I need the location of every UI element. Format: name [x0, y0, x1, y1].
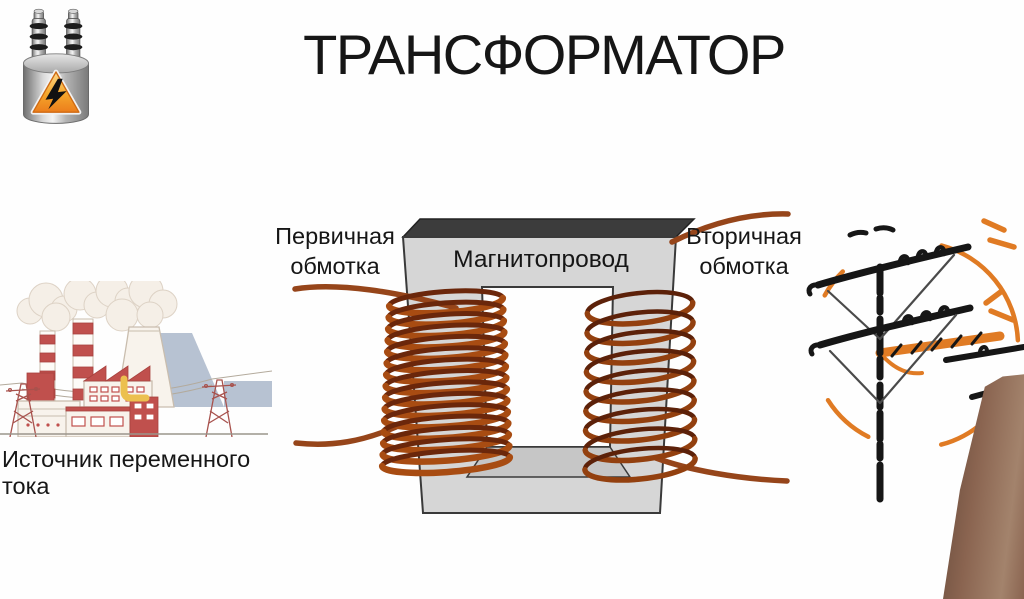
- transmission-tower: [201, 379, 237, 437]
- coil-turn: [582, 426, 698, 453]
- coil-turn: [582, 435, 698, 464]
- high-voltage-icon: [30, 69, 82, 115]
- coil-turn: [386, 288, 506, 309]
- coil-turn: [384, 345, 508, 366]
- coil-turn: [384, 333, 508, 355]
- coil-turn: [380, 436, 512, 458]
- coil-turn: [385, 322, 507, 343]
- coil-turn: [381, 413, 511, 435]
- secondary-winding-label-line1: Вторичная: [686, 223, 802, 249]
- coil-turn: [584, 348, 696, 375]
- winding-leads: [292, 211, 791, 484]
- primary-coil: [378, 288, 514, 477]
- coil-turn: [583, 397, 697, 425]
- coil-turn: [585, 289, 695, 316]
- coil-turn: [582, 455, 698, 483]
- page-title: ТРАНСФОРМАТОР: [303, 23, 786, 86]
- front-office-building: [65, 406, 131, 437]
- primary-winding-label-line1: Первичная: [275, 223, 395, 249]
- transformer-diagram: [292, 211, 791, 514]
- coil-turn: [385, 311, 507, 332]
- coil-turn: [583, 377, 697, 405]
- coil-turn: [582, 445, 698, 473]
- coil-turn: [584, 328, 696, 355]
- coil-turn: [379, 447, 513, 469]
- smoke-clouds: [16, 281, 178, 332]
- coil-turn: [386, 299, 506, 320]
- bushing-icon: [64, 8, 83, 63]
- core-label: Магнитопровод: [453, 246, 629, 273]
- transformer-hazard-icon: [23, 8, 89, 124]
- sketch-orange-accents: [875, 218, 1017, 376]
- yellow-pipe: [120, 375, 150, 402]
- bushing-icon: [29, 8, 48, 63]
- primary-winding-label-line2: обмотка: [290, 253, 380, 279]
- secondary-winding-label-line2: обмотка: [699, 253, 789, 279]
- coil-turn: [583, 367, 697, 394]
- primary-winding-label: Первичная обмотка: [267, 221, 403, 281]
- transmission-tower: [5, 383, 41, 437]
- coil-turn: [583, 387, 697, 414]
- utility-pole: [806, 225, 974, 505]
- coil-turn: [584, 309, 696, 336]
- power-plant-illustration: [0, 281, 272, 437]
- coil-turn: [583, 406, 697, 433]
- secondary-coil: [582, 289, 698, 483]
- coil-turn: [582, 416, 698, 444]
- lightning-bolt-icon: [45, 78, 67, 110]
- coil-turn: [381, 402, 511, 423]
- coil-turn: [383, 368, 509, 389]
- power-source-caption: Источник переменного тока: [2, 446, 251, 499]
- coil-turn: [584, 319, 696, 347]
- core-top-face: [401, 218, 696, 238]
- coil-turn: [382, 379, 510, 400]
- secondary-winding-label: Вторичная обмотка: [676, 221, 812, 281]
- coil-turn: [380, 424, 512, 446]
- coil-turn: [583, 358, 697, 386]
- coil-turn: [383, 356, 509, 378]
- coil-turn: [584, 299, 696, 327]
- coil-turn: [382, 390, 510, 412]
- coil-turn: [378, 453, 514, 477]
- red-annex: [129, 396, 159, 437]
- secondary-top-lead: [669, 211, 791, 245]
- coil-turn: [583, 338, 697, 366]
- secondary-bottom-lead: [653, 455, 790, 484]
